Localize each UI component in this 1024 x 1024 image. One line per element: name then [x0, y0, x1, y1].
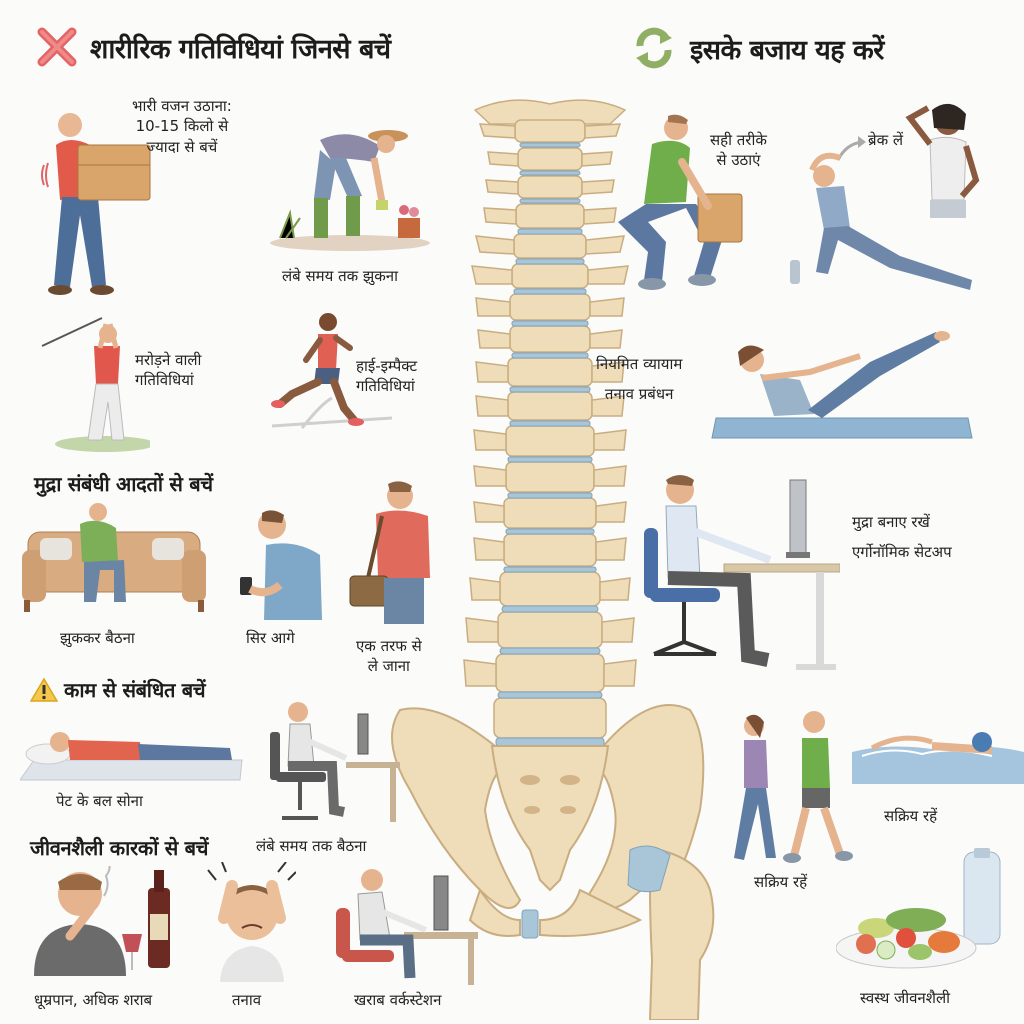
label-stress: तनाव: [232, 991, 262, 1009]
label-prolonged-bending: लंबे समय तक झुकना: [282, 267, 398, 285]
label-stay-active-swim: सक्रिय रहें: [884, 807, 938, 825]
label-regular-exercise: नियमित व्यायाम तनाव प्रबंधन: [596, 355, 683, 404]
label-stay-active-walk: सक्रिय रहें: [754, 873, 808, 891]
heavy-lifting-illustration: [40, 105, 160, 305]
one-side-bag-illustration: [348, 478, 443, 628]
ergonomic-desk-illustration: [640, 470, 840, 680]
label-one-side-carry: एक तरफ से ले जाना: [356, 637, 422, 676]
avoid-header: शारीरिक गतिविधियां जिनसे बचें: [36, 26, 391, 68]
label-head-forward: सिर आगे: [246, 629, 295, 647]
label-lift-correctly: सही तरीके से उठाएं: [710, 131, 767, 170]
instead-title: इसके बजाय यह करें: [690, 34, 884, 66]
label-maintain-posture: मुद्रा बनाए रखें एर्गोनॉमिक सेटअप: [852, 513, 952, 562]
golfer-twisting-illustration: [40, 312, 150, 452]
label-stomach-sleeping: पेट के बल सोना: [56, 792, 143, 810]
stretching-break-illustration: [780, 100, 1000, 300]
spine-pelvis-illustration: [380, 90, 720, 1020]
label-prolonged-sitting: लंबे समय तक बैठना: [256, 837, 367, 855]
work-section-title: काम से संबंधित बचें: [30, 676, 206, 703]
stressed-person-illustration: [206, 862, 296, 982]
runner-illustration: [262, 308, 402, 438]
correct-lifting-illustration: [608, 112, 748, 292]
label-bad-workstation: खराब वर्कस्टेशन: [354, 991, 442, 1009]
label-high-impact: हाई-इम्पैक्ट गतिविधियां: [356, 357, 418, 396]
green-refresh-arrows-icon: [636, 27, 672, 69]
red-x-icon: [37, 27, 77, 67]
head-forward-phone-illustration: [236, 505, 326, 620]
walking-couple-illustration: [722, 708, 872, 868]
core-exercise-mat-illustration: [710, 318, 975, 443]
prolonged-sitting-illustration: [262, 700, 402, 825]
label-healthy-lifestyle: स्वस्थ जीवनशैली: [860, 989, 950, 1007]
swimmer-illustration: [852, 722, 1024, 784]
instead-header: इसके बजाय यह करें: [630, 24, 884, 72]
lifestyle-section-title: जीवनशैली कारकों से बचें: [30, 836, 209, 860]
bending-gardener-illustration: [270, 118, 430, 253]
label-smoking-alcohol: धूम्रपान, अधिक शराब: [34, 991, 153, 1009]
bad-workstation-illustration: [330, 866, 480, 986]
label-heavy-lifting: भारी वजन उठाना: 10-15 किलो से ज्यादा से …: [132, 97, 232, 156]
slouching-sofa-illustration: [22, 502, 207, 617]
label-slouching: झुककर बैठना: [60, 629, 135, 647]
stomach-sleeping-illustration: [20, 722, 245, 784]
posture-section-title: मुद्रा संबंधी आदतों से बचें: [34, 472, 213, 496]
warning-triangle-icon: [30, 677, 58, 702]
avoid-title: शारीरिक गतिविधियां जिनसे बचें: [90, 33, 391, 65]
label-twisting: मरोड़ने वाली गतिविधियां: [135, 351, 202, 390]
smoking-alcohol-illustration: [30, 866, 180, 976]
label-take-breaks: ब्रेक लें: [868, 131, 904, 149]
healthy-plate-water-illustration: [836, 848, 1011, 978]
